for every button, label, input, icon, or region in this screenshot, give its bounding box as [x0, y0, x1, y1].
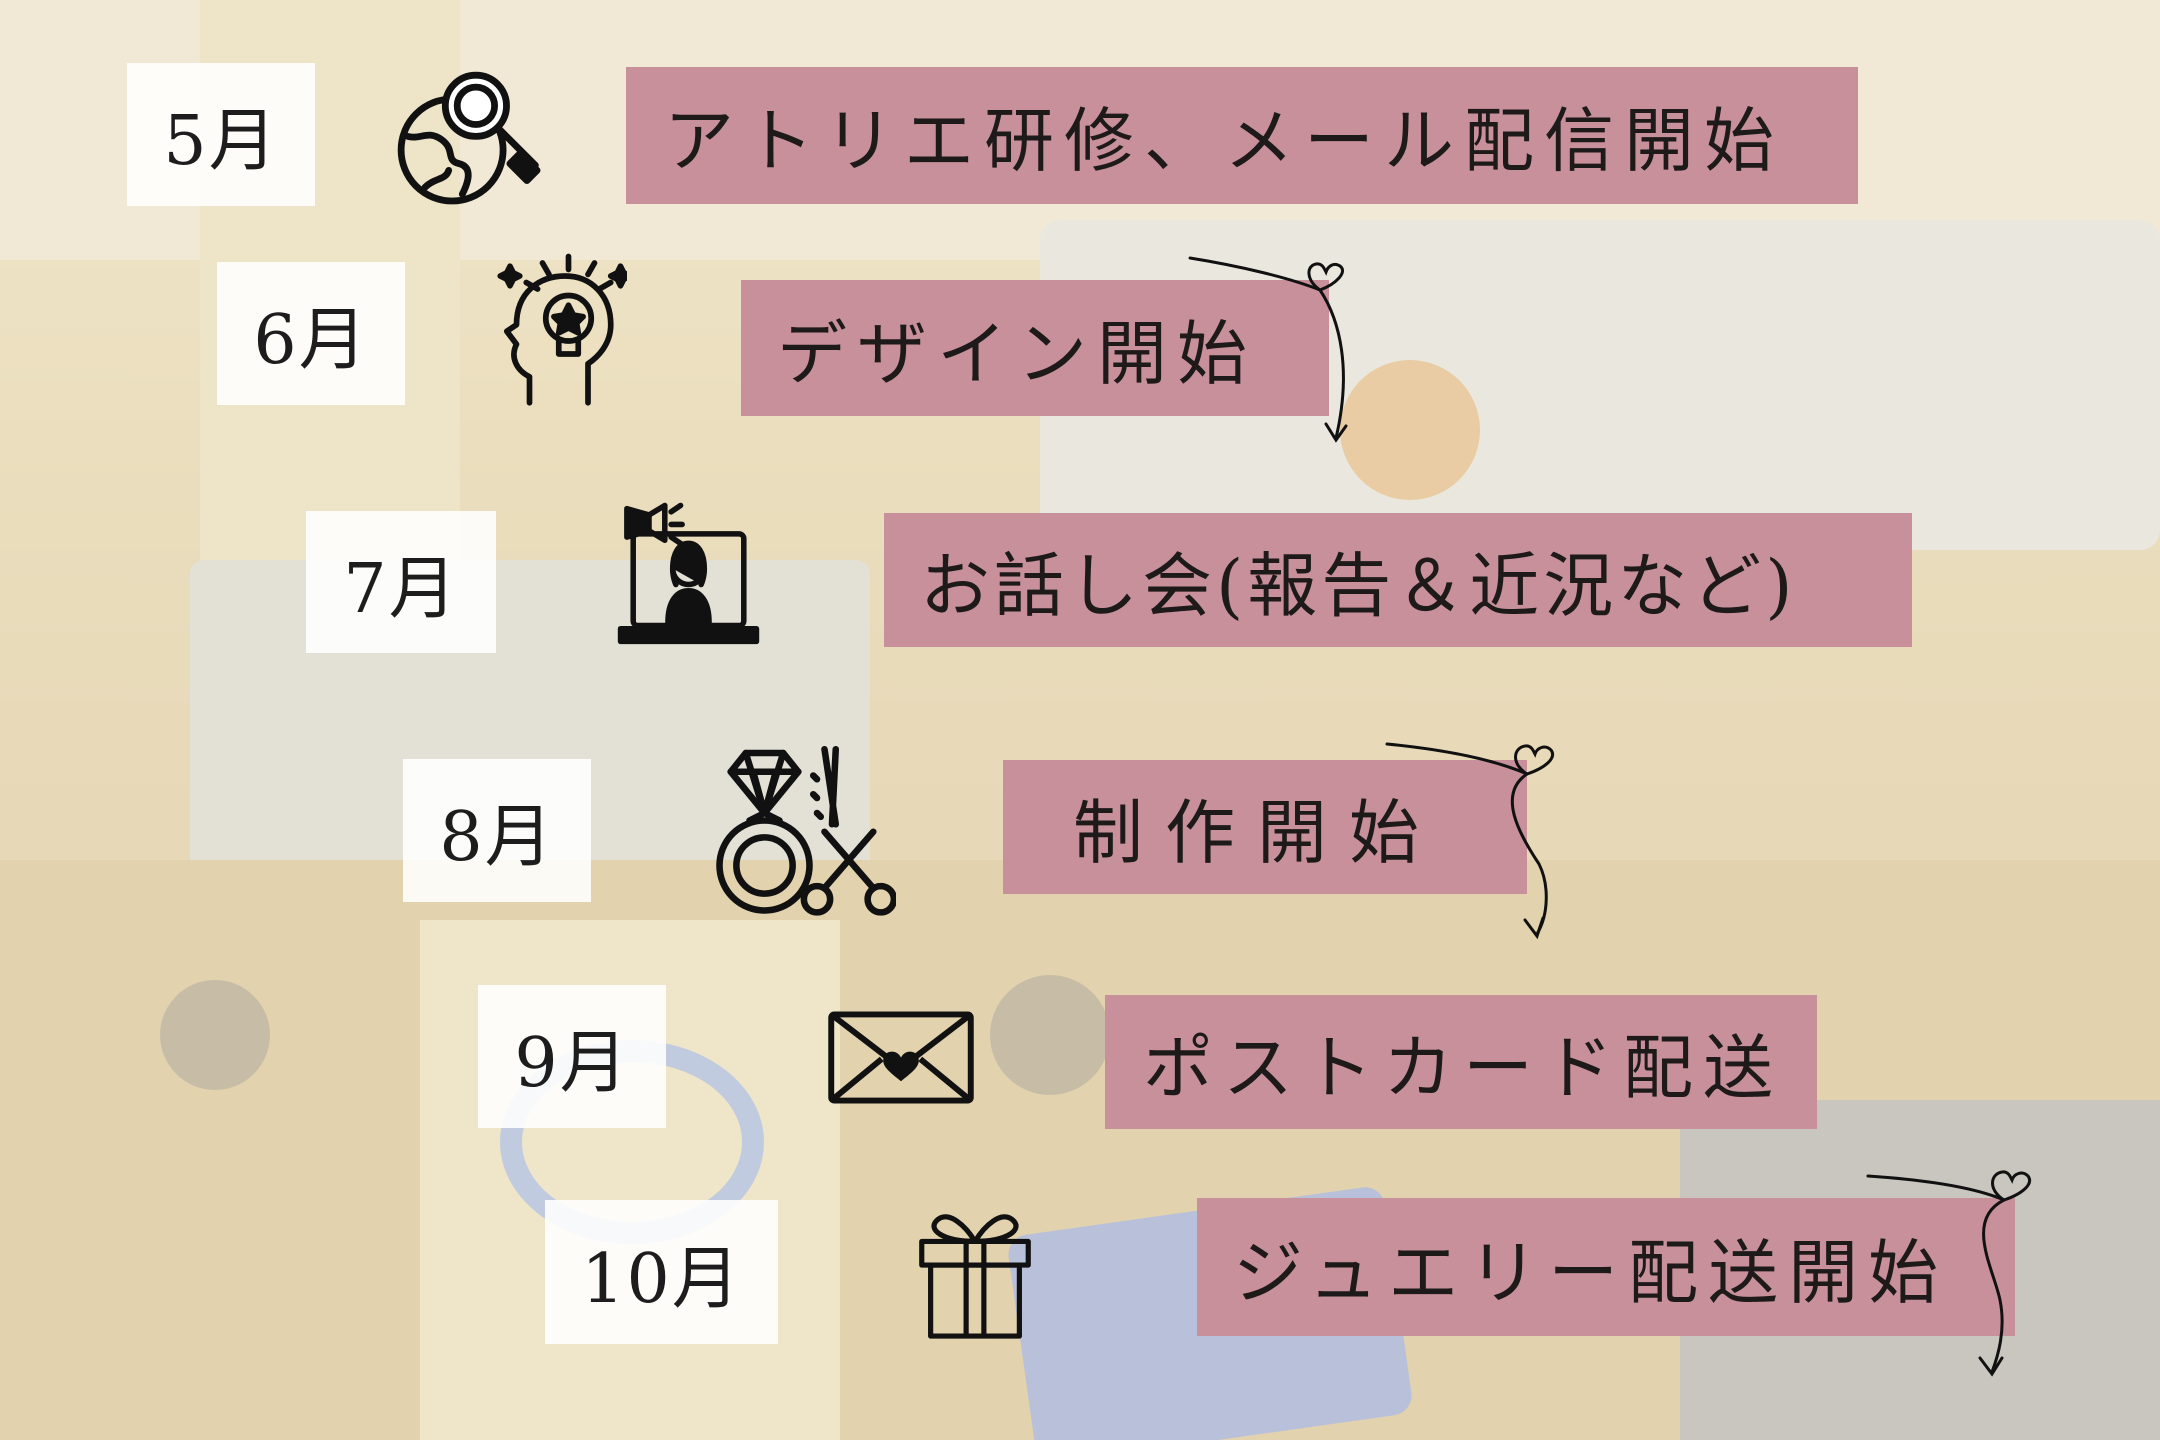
label-postcard-delivery: ポストカード配送 — [1105, 995, 1817, 1129]
diamond-ring-scissors-icon — [708, 738, 896, 918]
label-atelier-training: アトリエ研修、メール配信開始 — [626, 67, 1858, 204]
heart-arrow-decoration-3 — [1866, 1150, 2066, 1380]
month-june: 6月 — [217, 262, 405, 405]
month-october: 10月 — [545, 1200, 778, 1344]
label-talk-session: お話し会(報告＆近況など) — [884, 513, 1912, 647]
heart-arrow-decoration-1 — [1188, 238, 1368, 458]
month-july: 7月 — [306, 511, 496, 653]
label-design-start: デザイン開始 — [741, 280, 1329, 416]
month-september: 9月 — [478, 985, 666, 1128]
month-may: 5月 — [127, 63, 315, 206]
megaphone-laptop-person-icon — [617, 496, 760, 654]
gift-box-icon — [915, 1200, 1035, 1342]
heart-arrow-decoration-2 — [1385, 722, 1585, 942]
globe-magnifier-icon — [385, 48, 560, 218]
head-lightbulb-star-icon — [497, 244, 627, 412]
label-jewelry-delivery: ジュエリー配送開始 — [1197, 1198, 2015, 1336]
envelope-heart-icon — [826, 1010, 976, 1105]
label-production-start: 制作開始 — [1003, 760, 1527, 894]
month-august: 8月 — [403, 759, 591, 902]
